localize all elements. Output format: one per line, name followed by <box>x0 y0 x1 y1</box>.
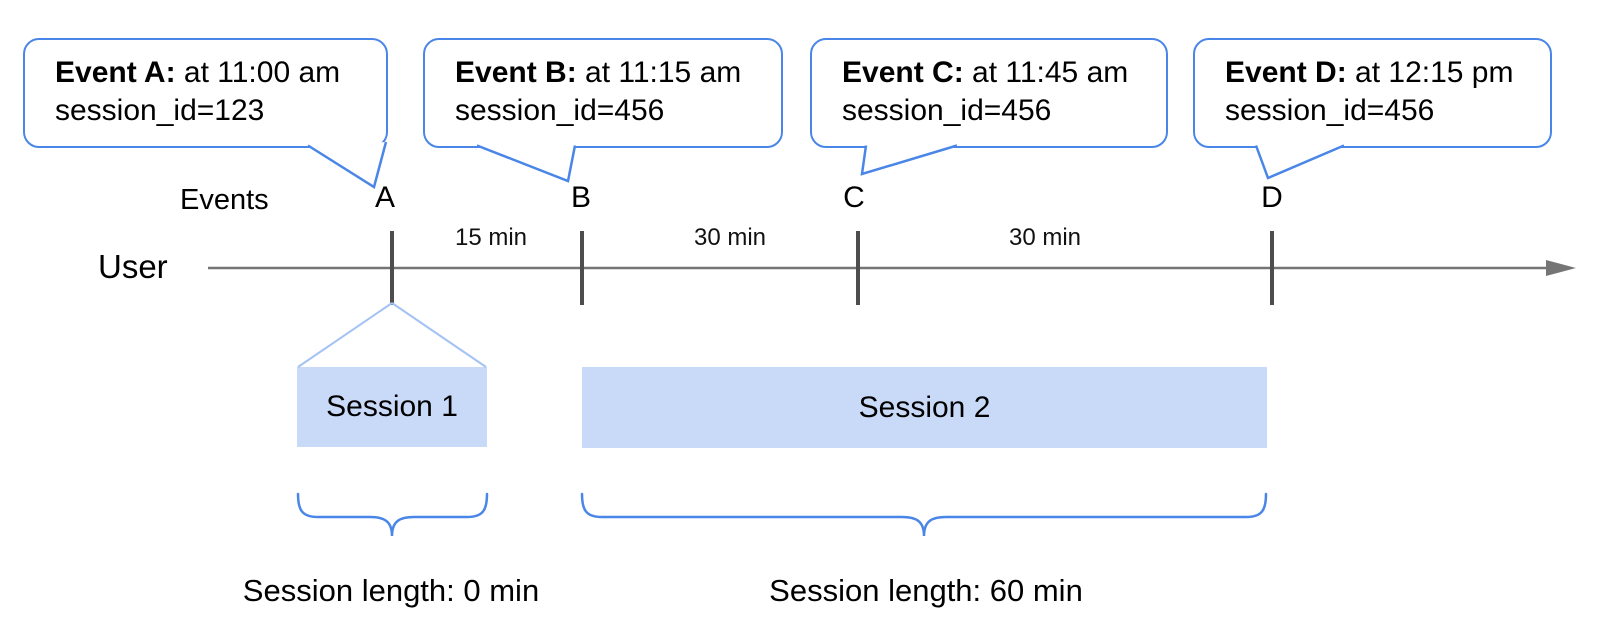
session-2-label: Session 2 <box>858 390 991 424</box>
event-d-callout-tail <box>1254 144 1345 180</box>
event-c-callout: Event C: at 11:45 am session_id=456 <box>810 38 1168 148</box>
session-2-box: Session 2 <box>582 367 1267 448</box>
event-b-callout-tail <box>476 144 577 183</box>
session-2-brace <box>580 492 1268 537</box>
event-a-callout: Event A: at 11:00 am session_id=123 <box>23 38 388 148</box>
session-1-box: Session 1 <box>297 367 487 447</box>
tick-label-b: B <box>570 181 592 214</box>
session-1-label: Session 1 <box>326 390 458 423</box>
event-c-callout-tail <box>860 144 958 176</box>
session-2-length-label: Session length: 60 min <box>769 573 1083 608</box>
event-b-callout: Event B: at 11:15 am session_id=456 <box>423 38 783 148</box>
event-c-session-id: session_id=456 <box>842 94 1052 127</box>
event-d-callout: Event D: at 12:15 pm session_id=456 <box>1193 38 1552 148</box>
session-1-funnel-left <box>297 302 393 368</box>
timeline-arrowhead-icon <box>1546 260 1576 276</box>
event-c-time: at 11:45 am <box>972 56 1129 89</box>
event-b-session-id: session_id=456 <box>455 94 665 127</box>
event-a-time: at 11:00 am <box>183 56 341 89</box>
event-a-session-id: session_id=123 <box>55 94 265 127</box>
tick-label-a: A <box>374 181 396 214</box>
event-d-time: at 12:15 pm <box>1355 56 1514 89</box>
event-d-session-id: session_id=456 <box>1225 94 1435 127</box>
interval-b-c-label: 30 min <box>693 224 767 251</box>
event-d-title: Event D: <box>1225 56 1347 89</box>
interval-c-d-label: 30 min <box>1008 224 1082 251</box>
event-b-time: at 11:15 am <box>585 56 742 89</box>
tick-label-c: C <box>843 181 865 214</box>
event-a-title: Event A: <box>55 56 176 89</box>
session-1-length-label: Session length: 0 min <box>242 573 540 608</box>
event-b-title: Event B: <box>455 56 577 89</box>
interval-a-b-label: 15 min <box>454 224 528 251</box>
session-1-brace <box>296 492 489 537</box>
user-row-label: User <box>98 248 168 285</box>
tick-label-d: D <box>1261 181 1283 214</box>
event-c-title: Event C: <box>842 56 964 89</box>
session-1-funnel-right <box>391 302 487 368</box>
events-row-label: Events <box>180 184 269 216</box>
